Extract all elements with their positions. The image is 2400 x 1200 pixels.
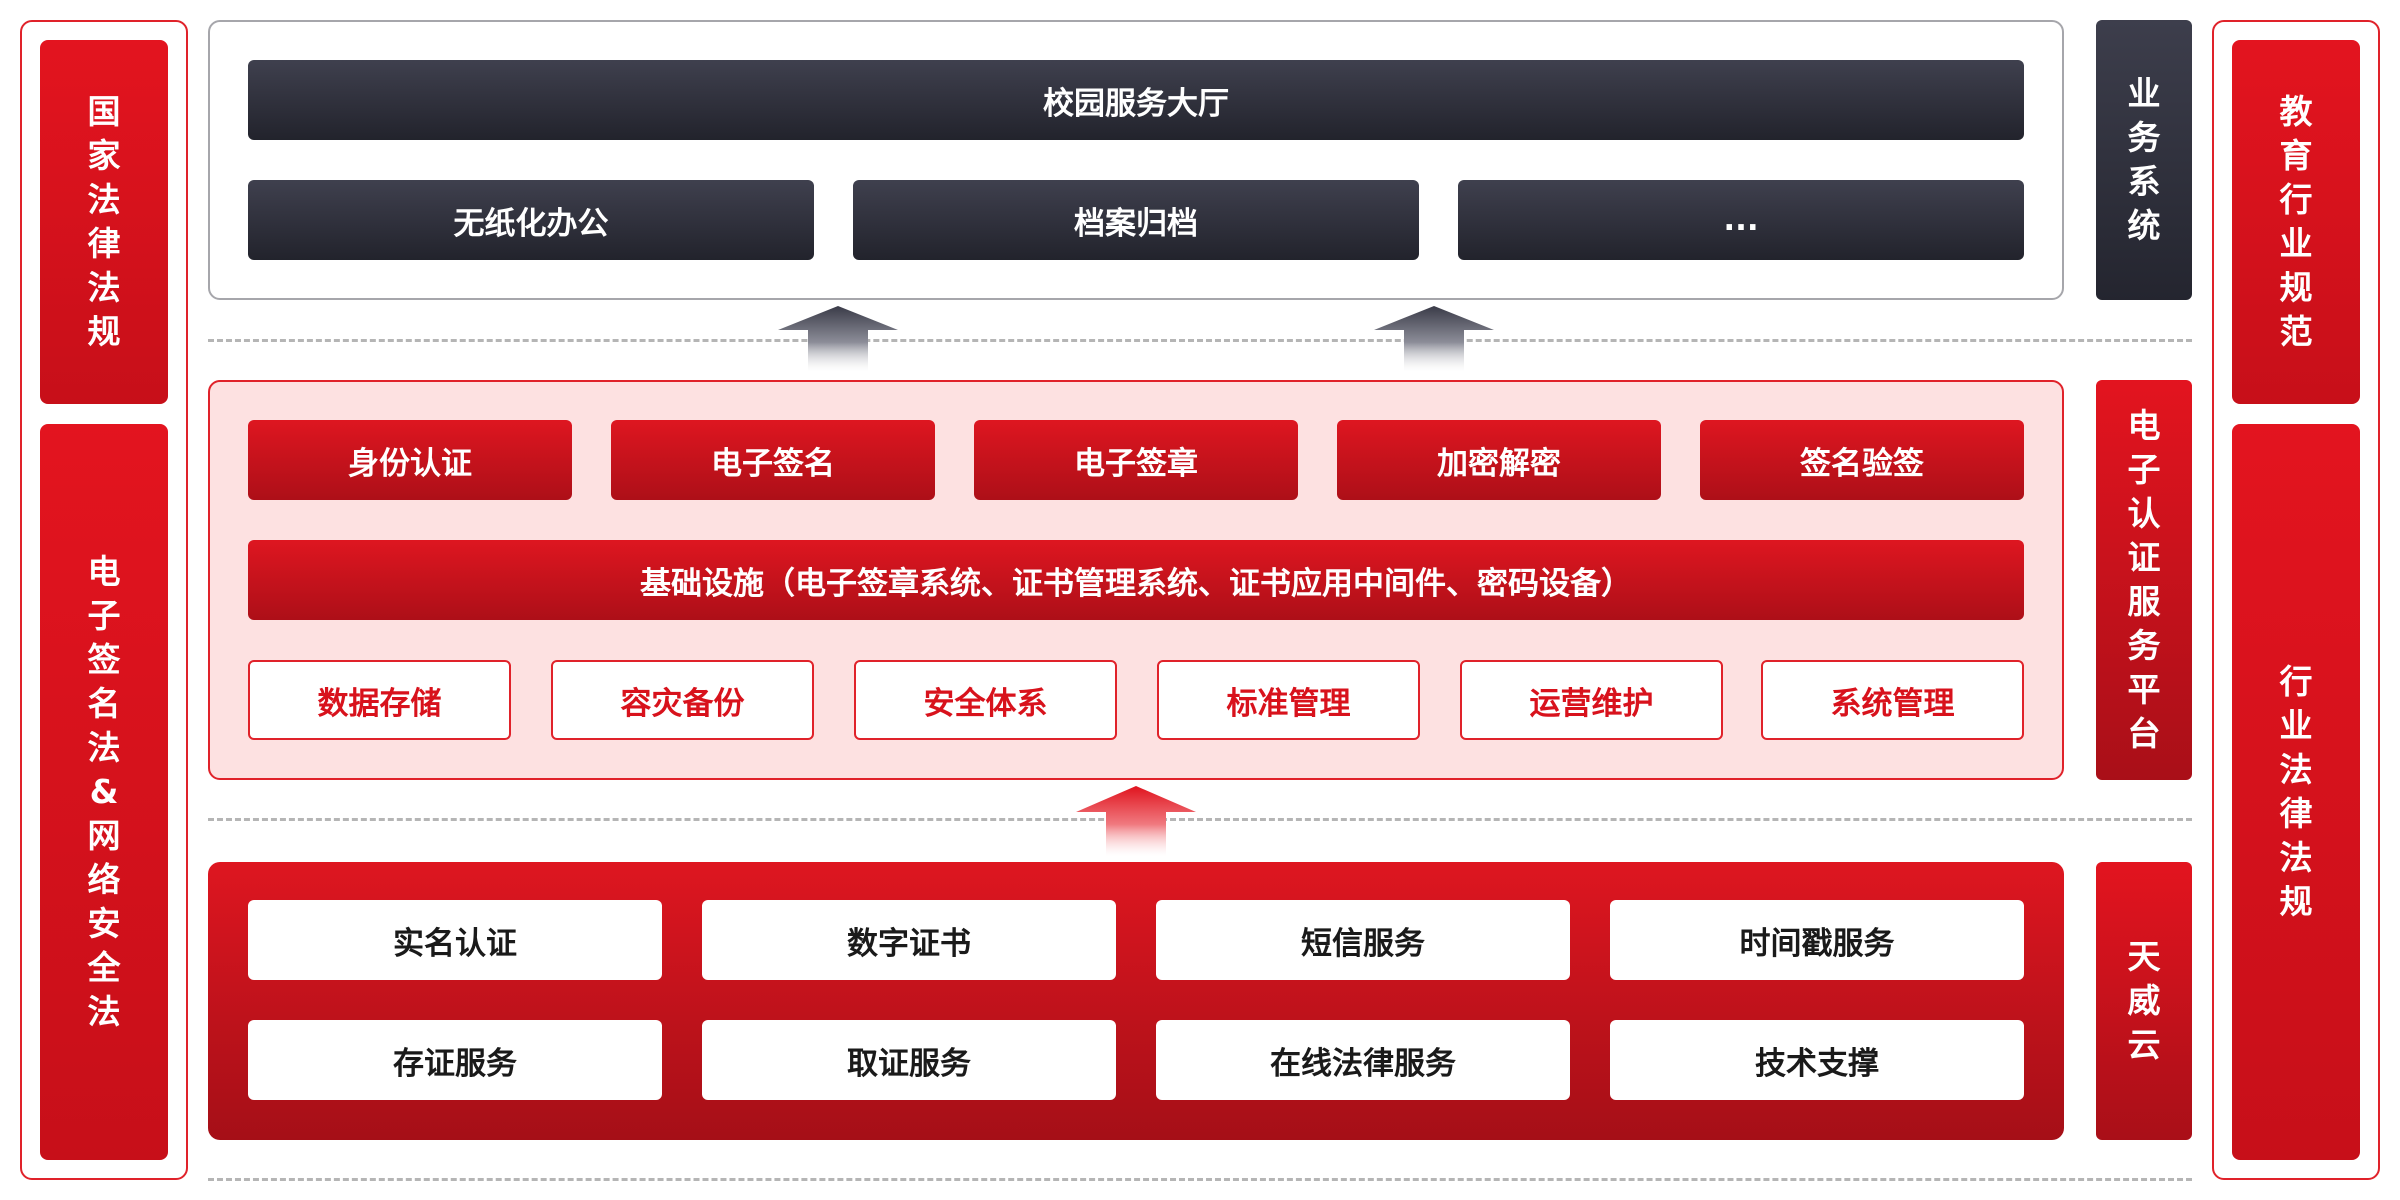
arrow-up-icon xyxy=(1374,306,1494,372)
cloud-tech-support: 技术支撑 xyxy=(1610,1020,2024,1100)
vertical-char: 教 xyxy=(2279,92,2313,131)
business-item-archive: 档案归档 xyxy=(853,180,1419,260)
vertical-char: 法 xyxy=(87,728,121,767)
vertical-char: 子 xyxy=(2127,450,2161,489)
arrow-up-icon xyxy=(1076,786,1196,856)
cloud-evidence-retrieval: 取证服务 xyxy=(702,1020,1116,1100)
vertical-char: 育 xyxy=(2279,136,2313,175)
left-pillar-esignature-law: 电子签名法&网络安全法 xyxy=(40,424,168,1160)
left-pillar-national-law-text: 国家法律法规 xyxy=(88,90,121,354)
separator-business-platform xyxy=(208,339,2192,342)
layer-label-platform-text: 电子认证服务平台 xyxy=(2128,404,2161,756)
layer-label-platform: 电子认证服务平台 xyxy=(2096,380,2192,780)
infrastructure-bar: 基础设施（电子签章系统、证书管理系统、证书应用中间件、密码设备） xyxy=(248,540,2024,620)
right-pillar-industry-law-text: 行业法律法规 xyxy=(2280,660,2313,924)
vertical-char: 业 xyxy=(2279,224,2313,263)
vertical-char: 电 xyxy=(87,552,121,591)
vertical-char: 网 xyxy=(87,816,121,855)
vertical-char: 业 xyxy=(2127,74,2161,113)
service-e-signature: 电子签名 xyxy=(611,420,935,500)
left-pillar-esignature-law-text: 电子签名法&网络安全法 xyxy=(88,550,121,1034)
vertical-char: 务 xyxy=(2127,626,2161,665)
vertical-char: 规 xyxy=(87,312,121,351)
support-standard-mgmt: 标准管理 xyxy=(1157,660,1420,740)
vertical-char: 认 xyxy=(2127,494,2161,533)
cloud-realname-auth: 实名认证 xyxy=(248,900,662,980)
support-system-mgmt: 系统管理 xyxy=(1761,660,2024,740)
cloud-evidence-storage: 存证服务 xyxy=(248,1020,662,1100)
arrow-up-icon xyxy=(778,306,898,372)
vertical-char: 证 xyxy=(2127,538,2161,577)
vertical-char: 云 xyxy=(2127,1025,2161,1064)
cloud-digital-cert: 数字证书 xyxy=(702,900,1116,980)
campus-service-hall: 校园服务大厅 xyxy=(248,60,2024,140)
vertical-char: 名 xyxy=(87,684,121,723)
support-operations: 运营维护 xyxy=(1460,660,1723,740)
vertical-char: 安 xyxy=(87,904,121,943)
separator-bottom xyxy=(208,1178,2192,1181)
separator-platform-cloud xyxy=(208,818,2192,821)
right-pillar-education-norms: 教育行业规范 xyxy=(2232,40,2360,404)
cloud-online-legal: 在线法律服务 xyxy=(1156,1020,1570,1100)
vertical-char: 法 xyxy=(87,268,121,307)
vertical-char: 行 xyxy=(2279,180,2313,219)
vertical-char: 台 xyxy=(2127,714,2161,753)
right-pillar-education-norms-text: 教育行业规范 xyxy=(2280,90,2313,354)
service-identity-auth: 身份认证 xyxy=(248,420,572,500)
vertical-char: 子 xyxy=(87,596,121,635)
service-e-seal: 电子签章 xyxy=(974,420,1298,500)
vertical-char: 系 xyxy=(2127,162,2161,201)
vertical-char: 国 xyxy=(87,92,121,131)
cloud-timestamp-service: 时间戳服务 xyxy=(1610,900,2024,980)
layer-label-cloud-text: 天威云 xyxy=(2128,935,2161,1067)
right-pillar-industry-law: 行业法律法规 xyxy=(2232,424,2360,1160)
vertical-char: 律 xyxy=(87,224,121,263)
vertical-char: 天 xyxy=(2127,937,2161,976)
vertical-char: 规 xyxy=(2279,882,2313,921)
support-security-system: 安全体系 xyxy=(854,660,1117,740)
vertical-char: 威 xyxy=(2127,981,2161,1020)
vertical-char: 行 xyxy=(2279,662,2313,701)
vertical-char: 业 xyxy=(2279,706,2313,745)
vertical-char: 服 xyxy=(2127,582,2161,621)
left-pillar-national-law: 国家法律法规 xyxy=(40,40,168,404)
service-sign-verify: 签名验签 xyxy=(1700,420,2024,500)
vertical-char: 家 xyxy=(87,136,121,175)
layer-label-business-text: 业务系统 xyxy=(2128,72,2161,248)
business-item-paperless: 无纸化办公 xyxy=(248,180,814,260)
vertical-char: 范 xyxy=(2279,312,2313,351)
vertical-char: 法 xyxy=(2279,750,2313,789)
vertical-char: 法 xyxy=(87,992,121,1031)
vertical-char: 统 xyxy=(2127,206,2161,245)
vertical-char: 律 xyxy=(2279,794,2313,833)
layer-label-cloud: 天威云 xyxy=(2096,862,2192,1140)
service-encrypt-decrypt: 加密解密 xyxy=(1337,420,1661,500)
vertical-char: 签 xyxy=(87,640,121,679)
vertical-char: 平 xyxy=(2127,670,2161,709)
layer-label-business: 业务系统 xyxy=(2096,20,2192,300)
vertical-char: 法 xyxy=(2279,838,2313,877)
vertical-char: 规 xyxy=(2279,268,2313,307)
vertical-char: 络 xyxy=(87,860,121,899)
business-item-more: ... xyxy=(1458,180,2024,260)
vertical-char: 务 xyxy=(2127,118,2161,157)
vertical-char: 电 xyxy=(2127,406,2161,445)
support-data-storage: 数据存储 xyxy=(248,660,511,740)
vertical-char: 全 xyxy=(87,948,121,987)
cloud-sms-service: 短信服务 xyxy=(1156,900,1570,980)
vertical-char: & xyxy=(89,772,119,811)
vertical-char: 法 xyxy=(87,180,121,219)
support-disaster-backup: 容灾备份 xyxy=(551,660,814,740)
